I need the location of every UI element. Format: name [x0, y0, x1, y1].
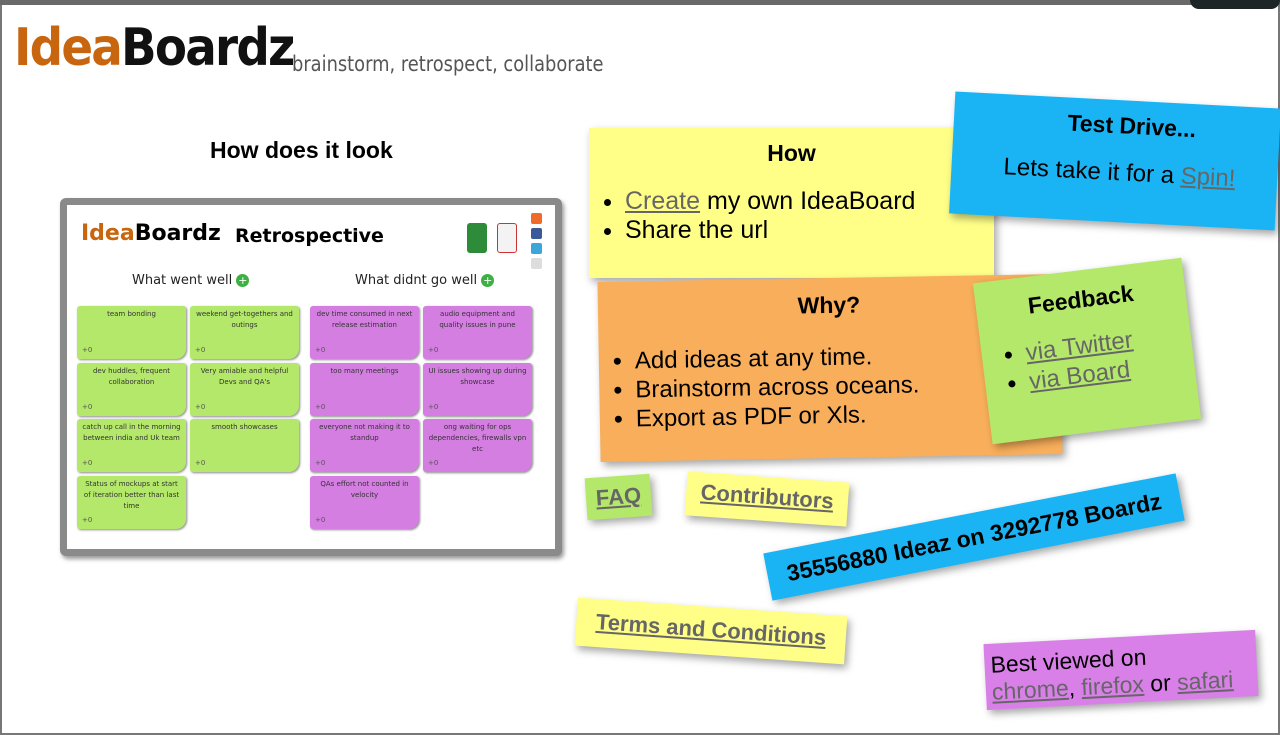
idea-card: too many meetings +0	[310, 362, 419, 416]
idea-card: Very amiable and helpful Devs and QA's +0	[190, 362, 299, 416]
how-item: Share the url	[625, 216, 994, 245]
page-frame	[0, 5, 1280, 735]
card-votes: +0	[195, 459, 206, 467]
column-header: What went well +	[132, 273, 250, 288]
card-text: UI issues showing up during showcase	[428, 366, 527, 386]
add-plus-icon: +	[236, 274, 250, 287]
card-text: smooth showcases	[211, 423, 278, 431]
how-note: How Create my own IdeaBoard Share the ur…	[589, 128, 994, 278]
card-text: Very amiable and helpful Devs and QA's	[200, 366, 289, 386]
card-votes: +0	[195, 346, 206, 354]
card-votes: +0	[428, 346, 439, 354]
how-title: How	[767, 140, 816, 166]
idea-card: dev huddles, frequent collaboration +0	[77, 362, 186, 416]
board-title: Retrospective	[235, 225, 384, 247]
add-plus-icon: +	[481, 274, 495, 287]
card-text: ong waiting for ops dependencies, firewa…	[428, 423, 527, 453]
site-logo[interactable]: IdeaBoardz	[14, 18, 295, 78]
idea-card: smooth showcases +0	[190, 419, 299, 472]
column-header: What didnt go well +	[355, 273, 495, 288]
card-text: Status of mockups at start of iteration …	[83, 479, 180, 510]
card-text: audio equipment and quality issues in pu…	[439, 310, 516, 329]
idea-card: weekend get-togethers and outings +0	[190, 306, 299, 359]
card-votes: +0	[82, 346, 93, 354]
tagline: brainstorm, retrospect, collaborate	[292, 52, 604, 76]
facebook-icon	[531, 228, 542, 239]
terms-link[interactable]: Terms and Conditions	[595, 608, 827, 651]
card-text: catch up call in the morning between ind…	[82, 423, 181, 442]
pdf-icon	[497, 223, 517, 253]
idea-card: ong waiting for ops dependencies, firewa…	[423, 419, 532, 472]
idea-card: catch up call in the morning between ind…	[77, 419, 186, 472]
idea-card: Status of mockups at start of iteration …	[77, 475, 186, 529]
chrome-link[interactable]: chrome	[991, 674, 1070, 705]
card-text: weekend get-togethers and outings	[196, 310, 293, 329]
browser-control[interactable]	[1190, 0, 1280, 9]
card-text: everyone not making it to standup	[319, 423, 410, 442]
safari-link[interactable]: safari	[1176, 666, 1234, 696]
board-logo-part1: Idea	[81, 221, 135, 246]
card-votes: +0	[315, 459, 326, 467]
create-link[interactable]: Create	[625, 187, 701, 215]
card-votes: +0	[315, 515, 326, 524]
twitter-icon	[531, 243, 542, 254]
card-votes: +0	[82, 515, 93, 524]
idea-card: dev time consumed in next release estima…	[310, 306, 419, 359]
board-preview-image: IdeaBoardz Retrospective What went well …	[60, 198, 562, 556]
card-text: dev huddles, frequent collaboration	[92, 366, 171, 386]
card-votes: +0	[315, 346, 326, 354]
card-text: team bonding	[107, 310, 156, 318]
contributors-link[interactable]: Contributors	[699, 479, 835, 514]
faq-link[interactable]: FAQ	[595, 482, 642, 511]
card-votes: +0	[82, 459, 93, 467]
card-votes: +0	[195, 402, 206, 411]
how-item: Create my own IdeaBoard	[625, 187, 994, 216]
card-votes: +0	[428, 459, 439, 467]
card-votes: +0	[428, 402, 439, 411]
idea-card: UI issues showing up during showcase +0	[423, 362, 532, 416]
test-drive-note: Test Drive... Lets take it for a Spin!	[949, 91, 1280, 231]
feedback-title: Feedback	[1026, 280, 1135, 319]
card-votes: +0	[315, 402, 326, 411]
share-plus-icon	[531, 213, 542, 224]
excel-icon	[467, 223, 487, 253]
logo-part1: Idea	[14, 18, 123, 78]
window-top-bar	[0, 0, 1280, 5]
firefox-link[interactable]: firefox	[1080, 670, 1145, 701]
card-votes: +0	[82, 402, 93, 411]
feedback-note: Feedback via Twitter via Board	[972, 257, 1202, 445]
test-drive-title: Test Drive...	[1066, 109, 1197, 143]
card-text: too many meetings	[330, 366, 399, 375]
preview-heading: How does it look	[210, 137, 393, 163]
mail-icon	[531, 258, 542, 269]
spin-link[interactable]: Spin!	[1180, 162, 1237, 193]
card-text: dev time consumed in next release estima…	[316, 310, 413, 329]
idea-card: everyone not making it to standup +0	[310, 419, 419, 472]
faq-note: FAQ	[584, 473, 653, 521]
idea-card: team bonding +0	[77, 306, 186, 359]
board-logo: IdeaBoardz	[81, 221, 221, 246]
logo-part2: Boardz	[121, 18, 295, 78]
card-text: QAs effort not counted in velocity	[320, 479, 409, 499]
board-logo-part2: Boardz	[134, 221, 221, 246]
idea-card: audio equipment and quality issues in pu…	[423, 306, 532, 359]
idea-card: QAs effort not counted in velocity +0	[310, 475, 419, 529]
